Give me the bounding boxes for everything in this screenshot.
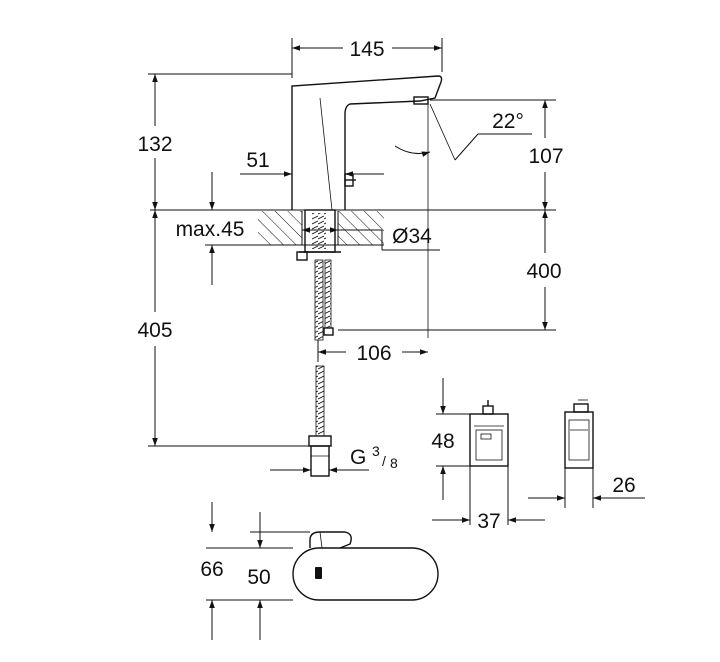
label-51: 51	[246, 149, 269, 172]
label-thread-numerator: 3	[372, 443, 380, 459]
label-max-45: max.45	[176, 218, 245, 241]
dimension-405: 405	[137, 210, 309, 447]
label-thread-slash: /	[382, 453, 386, 469]
dimension-max-45: max.45	[176, 172, 258, 285]
label-50: 50	[247, 566, 270, 589]
label-107: 107	[528, 145, 563, 168]
dimension-thread: G 3 / 8	[270, 443, 398, 473]
dimension-51: 51	[240, 149, 384, 177]
label-132: 132	[137, 133, 172, 156]
faucet-plan-view: 66 50	[200, 502, 439, 640]
dimension-106: 106	[317, 340, 428, 365]
label-405: 405	[137, 319, 172, 342]
label-37: 37	[477, 510, 500, 533]
dimension-132: 132	[137, 73, 292, 210]
label-400: 400	[526, 260, 561, 283]
label-145: 145	[349, 38, 384, 61]
label-thread-denominator: 8	[390, 455, 398, 471]
dimension-angle: 22°	[394, 110, 532, 161]
dimension-diameter-34: Ø34	[302, 225, 440, 251]
control-box-front: 48 37	[431, 378, 545, 533]
label-48: 48	[431, 430, 454, 453]
dimension-107: 107	[430, 99, 564, 210]
label-26: 26	[612, 474, 635, 497]
dimension-400: 400	[338, 210, 562, 331]
label-66: 66	[200, 558, 223, 581]
dimension-145: 145	[291, 38, 443, 78]
countertop	[150, 209, 556, 246]
label-22-degrees: 22°	[492, 110, 524, 133]
faucet-side-view	[291, 75, 456, 477]
label-106: 106	[356, 342, 391, 365]
label-thread-prefix: G	[350, 446, 366, 469]
control-box-side: 26	[528, 399, 645, 508]
label-diameter-34: Ø34	[392, 225, 432, 248]
